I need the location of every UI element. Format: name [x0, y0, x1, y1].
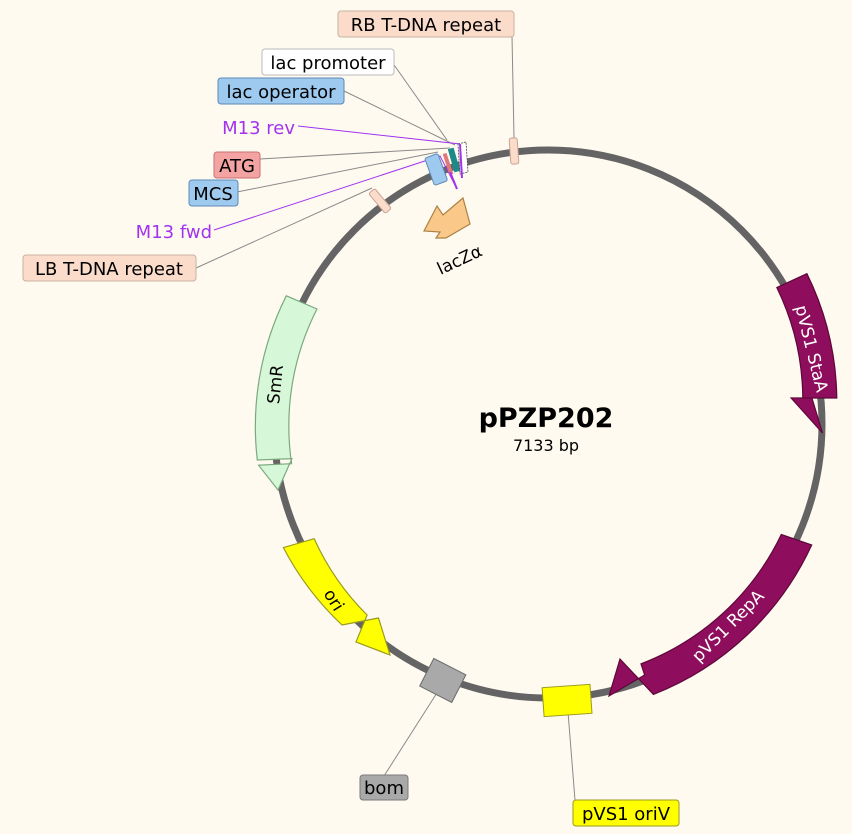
- m13-rev-label: M13 rev: [222, 118, 295, 139]
- plasmid-size: 7133 bp: [513, 436, 579, 455]
- lacza-arrow: [423, 196, 471, 239]
- callout-lac-promoter: lac promoter: [261, 48, 395, 76]
- smr-label: SmR: [264, 364, 288, 405]
- lb-tdna-marker: [368, 188, 392, 214]
- leader-rb-tdna: [511, 35, 515, 139]
- lb-tdna-label: LB T-DNA repeat: [35, 259, 183, 280]
- lac-operator-marker: [447, 147, 461, 173]
- mcs-marker: [424, 153, 448, 186]
- lacza-label: lacZα: [434, 241, 485, 279]
- leader-mcs: [236, 151, 439, 193]
- atg-marker: [442, 152, 454, 176]
- callout-lac-operator: lac operator: [217, 77, 345, 105]
- ori-arrow: [282, 537, 391, 657]
- plasmid-title: pPZP202: [479, 403, 614, 434]
- m13-fwd-label: M13 fwd: [136, 222, 212, 243]
- leader-atg: [259, 147, 451, 160]
- leader-pvs1-oriv: [567, 711, 576, 801]
- m13-rev-primer: [459, 143, 463, 179]
- leader-lb-tdna: [195, 187, 373, 269]
- lac-promoter-label: lac promoter: [270, 53, 386, 74]
- callout-mcs: MCS: [188, 179, 239, 207]
- callout-pvs1-oriv: pVS1 oriV: [572, 799, 680, 827]
- m13-fwd-primer: [449, 171, 458, 190]
- bom-label: bom: [364, 778, 404, 799]
- callout-atg: ATG: [213, 151, 261, 179]
- atg-label: ATG: [219, 156, 255, 177]
- callout-bom: bom: [359, 774, 409, 801]
- pvs1-stat-arrow: [775, 272, 838, 434]
- rb-tdna-marker: [508, 137, 520, 165]
- leader-lac-promoter: [391, 61, 448, 141]
- pvs1-oriv-label: pVS1 oriV: [582, 804, 671, 825]
- top-features: [368, 137, 520, 214]
- leader-lac-operator: [343, 90, 456, 146]
- pvs1-oriv-box: [541, 683, 593, 718]
- leader-m13-fwd: [213, 155, 458, 231]
- bom-box: [419, 657, 467, 704]
- pvs1-repa-arrow: [607, 533, 813, 698]
- rb-tdna-label: RB T-DNA repeat: [351, 15, 501, 36]
- mcs-label: MCS: [193, 184, 233, 205]
- callout-lb-tdna: LB T-DNA repeat: [22, 254, 197, 282]
- leader-bom: [383, 684, 443, 777]
- lac-operator-label: lac operator: [226, 82, 336, 103]
- smr-arrow: [254, 295, 318, 492]
- callout-rb-tdna: RB T-DNA repeat: [337, 10, 515, 38]
